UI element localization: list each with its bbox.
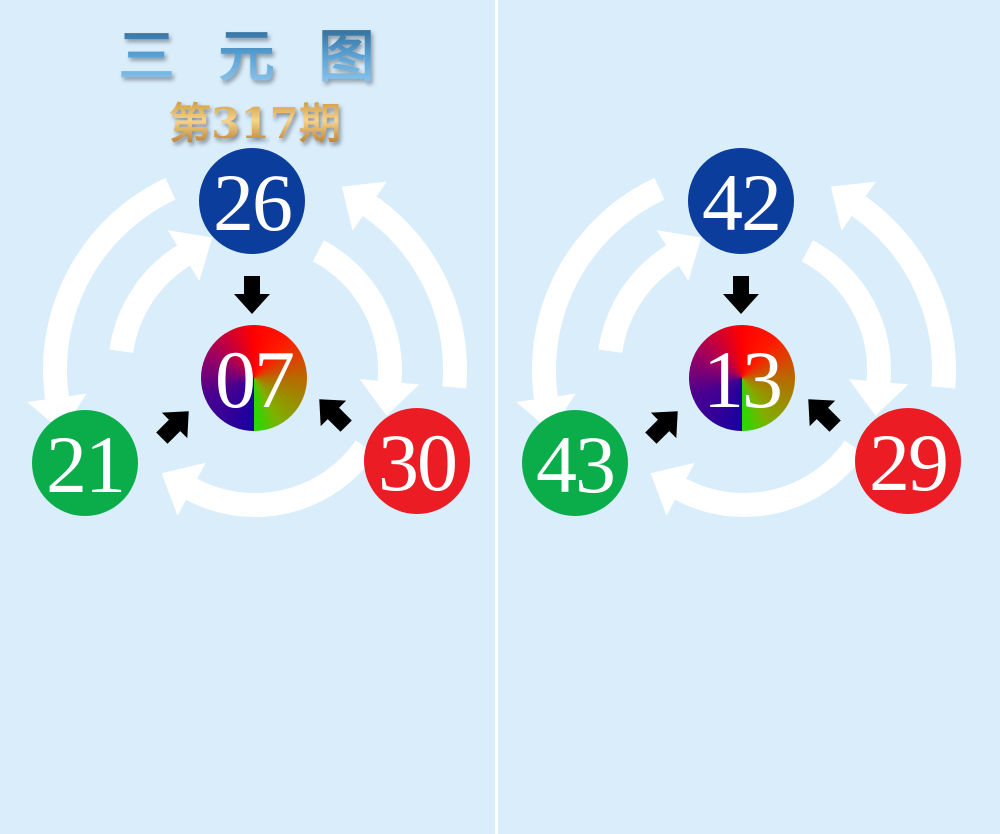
inner-arc-bottom xyxy=(185,440,376,517)
inner-arc-right xyxy=(801,240,891,383)
arrowhead-icon xyxy=(161,462,206,516)
black-arrow-icon xyxy=(808,399,841,432)
arrowhead-icon xyxy=(830,181,876,231)
outer-arc-top-left xyxy=(43,177,176,400)
arrowhead-icon xyxy=(167,230,213,281)
top-ball: 42 xyxy=(688,148,794,254)
arrowhead-icon xyxy=(359,379,420,416)
inner-arc-left xyxy=(109,245,191,354)
right-ball: 30 xyxy=(364,408,470,514)
arrowhead-icon xyxy=(650,462,695,516)
arrowhead-icon xyxy=(516,393,576,432)
cycle-arrows xyxy=(27,177,467,517)
black-arrow-icon xyxy=(319,399,352,432)
inner-arc-left xyxy=(598,245,680,354)
outer-arc-right xyxy=(851,196,956,389)
black-arrow-icon xyxy=(723,276,759,314)
top-ball: 26 xyxy=(199,148,305,254)
outer-arc-top-left xyxy=(532,177,665,400)
inner-arc-bottom xyxy=(674,440,865,517)
issue-number: 第317期 xyxy=(0,90,510,151)
cycle-arrows xyxy=(516,177,956,517)
arrowhead-icon xyxy=(27,393,87,432)
arrowhead-icon xyxy=(656,230,702,281)
inner-arc-right xyxy=(312,240,402,383)
black-arrow-icon xyxy=(234,276,270,314)
divider xyxy=(495,0,498,834)
left-ball: 21 xyxy=(32,410,138,516)
center-ball: 13 xyxy=(689,325,795,431)
diagram-panel-1: 26 07 21 30 xyxy=(0,0,497,834)
arrowhead-icon xyxy=(341,181,387,231)
black-arrow-icon xyxy=(156,411,189,444)
outer-arc-right xyxy=(362,196,467,389)
black-arrow-icon xyxy=(645,411,678,444)
left-ball: 43 xyxy=(522,410,628,516)
diagram-panel-2: 42 13 43 29 xyxy=(489,0,986,834)
center-ball: 07 xyxy=(201,325,307,431)
arrowhead-icon xyxy=(848,379,909,416)
right-ball: 29 xyxy=(855,408,961,514)
